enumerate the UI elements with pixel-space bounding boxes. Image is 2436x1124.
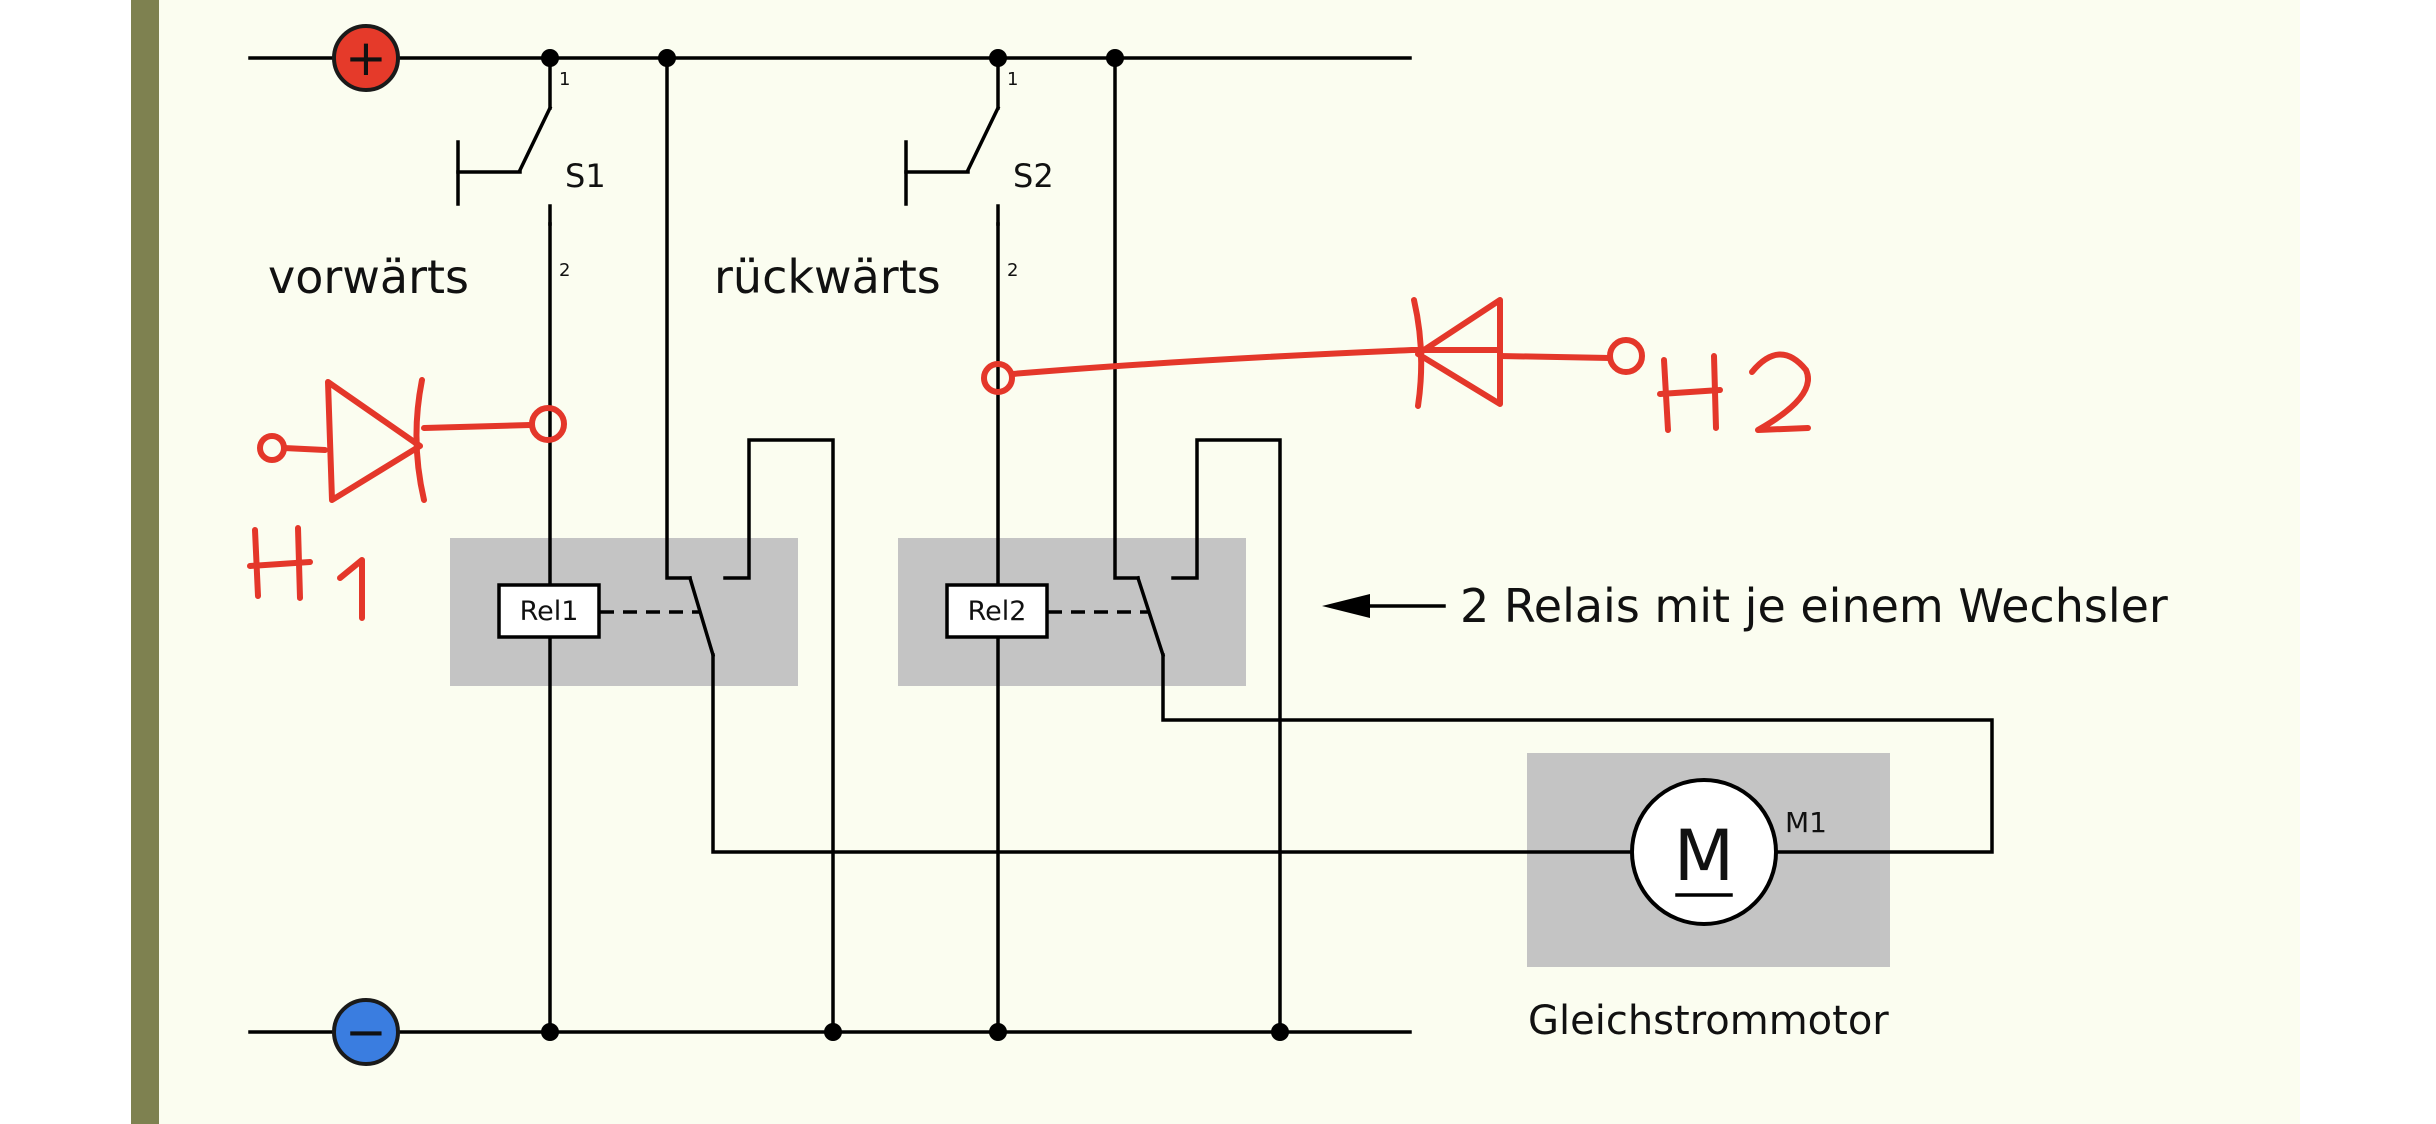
s2-contact — [965, 105, 1001, 173]
relay1-label: Rel1 — [520, 596, 579, 627]
s1-caption: vorwärts — [268, 250, 469, 304]
s1-label: S1 — [565, 157, 606, 195]
relay2-nc-return — [1171, 438, 1282, 1034]
junction-dot — [658, 49, 676, 67]
motor-symbol — [1630, 778, 1778, 926]
junction-dot — [989, 1023, 1007, 1041]
relay-note-arrowhead — [1322, 594, 1370, 618]
s2-pin-top: 1 — [1007, 69, 1018, 90]
relay1-nc-return — [723, 438, 835, 1034]
relay1-coil — [497, 583, 601, 639]
positive-terminal-sign: + — [345, 29, 387, 87]
junction-dot — [1106, 49, 1124, 67]
s1-pin-top: 1 — [559, 69, 570, 90]
relay2-wiper — [1135, 575, 1166, 658]
relay2-label: Rel2 — [968, 596, 1027, 627]
relay-note: 2 Relais mit je einem Wechsler — [1460, 579, 2168, 633]
relay1-common-feed — [665, 56, 692, 580]
negative-terminal — [332, 998, 400, 1066]
motor-label: M1 — [1785, 806, 1827, 839]
junction-dot — [541, 1023, 559, 1041]
junction-dot — [824, 1023, 842, 1041]
s1-pin-bottom: 2 — [559, 260, 570, 281]
relay2-coil — [945, 583, 1049, 639]
relay1-wiper — [687, 575, 716, 658]
s2-caption: rückwärts — [714, 250, 941, 304]
junction-dot — [1271, 1023, 1289, 1041]
led-h1-annotation — [247, 377, 567, 621]
junction-dot — [541, 49, 559, 67]
relay2-motor-lead — [1161, 653, 1994, 854]
relay1-motor-lead — [711, 653, 1634, 854]
s1-contact — [517, 105, 553, 173]
relay2-common-feed — [1113, 56, 1140, 580]
positive-terminal — [332, 24, 400, 92]
junction-dot — [989, 49, 1007, 67]
negative-terminal-sign: − — [345, 1003, 387, 1061]
motor-caption: Gleichstrommotor — [1528, 998, 1889, 1044]
s2-label: S2 — [1013, 157, 1054, 195]
left-border-bar — [131, 0, 159, 1124]
s2-pin-bottom: 2 — [1007, 260, 1018, 281]
led-h2-annotation — [981, 297, 1811, 433]
motor-letter: M — [1674, 815, 1734, 897]
